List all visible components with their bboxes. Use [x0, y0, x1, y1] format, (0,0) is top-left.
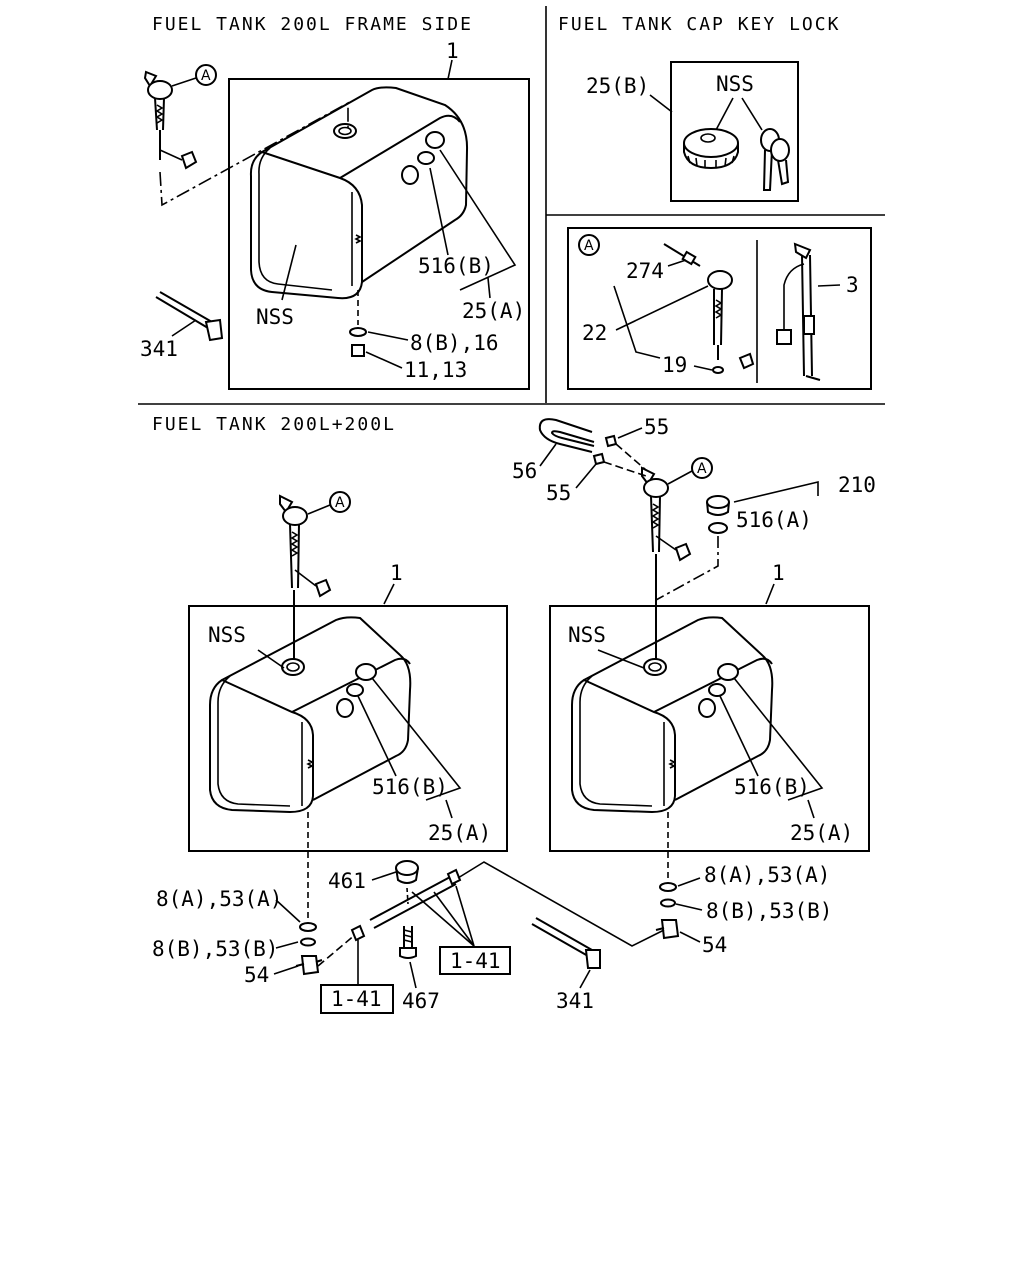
callout-8b-16: 8(B),16 — [410, 331, 499, 355]
detail-a-box — [567, 227, 872, 390]
fuel-tank-body — [249, 86, 469, 300]
callout-25b: 25(B) — [586, 74, 649, 98]
callout-11-13: 11,13 — [404, 358, 467, 382]
left-fuel-tank-body — [209, 616, 412, 814]
right-washer-8a — [659, 882, 677, 892]
detail-a-assembly: A 274 22 19 3 — [567, 227, 872, 390]
cap-key-box — [670, 61, 799, 202]
callout-8b-53b-left: 8(B),53(B) — [152, 937, 278, 961]
fuel-cap-210 — [706, 495, 730, 516]
callout-54-right: 54 — [702, 933, 727, 957]
pipe-fitting-left — [350, 924, 366, 942]
callout-274: 274 — [626, 259, 664, 283]
callout-nss-cap: NSS — [716, 72, 754, 96]
hose-clamp-55-lower — [592, 452, 606, 466]
callout-516b-left: 516(B) — [372, 775, 448, 799]
right-drain-54 — [660, 919, 680, 940]
level-gauge-3 — [776, 242, 821, 381]
bracket-461 — [395, 860, 419, 905]
callout-1-left: 1 — [390, 561, 403, 585]
callout-nss-right: NSS — [568, 623, 606, 647]
section-title-frame-side: FUEL TANK 200L FRAME SIDE — [152, 14, 473, 35]
cap-key-lock-assembly: 25(B) NSS — [586, 61, 799, 202]
drain-plug-11 — [351, 344, 365, 357]
callout-54-left: 54 — [244, 963, 269, 987]
locking-fuel-cap — [683, 128, 739, 170]
hose-clamp-55-upper — [604, 434, 618, 448]
right-fuel-tank-body — [571, 616, 774, 814]
left-washer-8a — [299, 922, 317, 932]
breather-hose-56 — [538, 418, 595, 453]
right-tank-frame-box — [549, 605, 870, 852]
callout-56: 56 — [512, 459, 537, 483]
washer-8b — [349, 327, 367, 337]
ref-1-41-left: 1-41 — [331, 987, 382, 1011]
callout-1: 1 — [446, 39, 459, 63]
callout-461: 461 — [328, 869, 366, 893]
detail-a-heading-text: A — [584, 238, 594, 254]
callout-341: 341 — [140, 337, 178, 361]
ref-box-1-41-left — [320, 984, 394, 1014]
bolt-467 — [399, 926, 417, 959]
callout-25a: 25(A) — [462, 299, 525, 323]
callout-8a-53a-left: 8(A),53(A) — [156, 887, 282, 911]
dual-left-tank-assembly: 1 A NSS 516(B — [152, 491, 508, 987]
callout-55-upper: 55 — [644, 415, 669, 439]
section-title-cap-key-lock: FUEL TANK CAP KEY LOCK — [558, 14, 840, 35]
callout-1-right: 1 — [772, 561, 785, 585]
ref-1-41-right: 1-41 — [450, 949, 501, 973]
detail-a-marker — [195, 64, 217, 86]
frame-side-assembly: 1 A 516(B) — [140, 39, 530, 390]
dual-right-tank-assembly: 1 A — [512, 415, 876, 957]
left-sender-unit — [279, 494, 332, 660]
callout-25a-right: 25(A) — [790, 821, 853, 845]
detail-a-heading-marker — [578, 234, 600, 256]
crossover-piping: 461 467 1-41 1-41 341 — [317, 860, 665, 1014]
callout-nss: NSS — [256, 305, 294, 329]
callout-467: 467 — [402, 989, 440, 1013]
callout-8a-53a-right: 8(A),53(A) — [704, 863, 830, 887]
detail-a-marker-text: A — [201, 68, 211, 84]
callout-516b: 516(B) — [418, 254, 494, 278]
callout-210: 210 — [838, 473, 876, 497]
left-detail-a-marker — [329, 491, 351, 513]
left-detail-a-text: A — [335, 495, 345, 511]
callout-8b-53b-right: 8(B),53(B) — [706, 899, 832, 923]
tank-frame-box — [228, 78, 530, 390]
callout-516b-right: 516(B) — [734, 775, 810, 799]
pipe-fitting-right — [446, 868, 462, 886]
seal-516a — [708, 522, 728, 534]
right-washer-8b — [660, 898, 676, 908]
right-detail-a-marker — [691, 457, 713, 479]
left-tank-frame-box — [188, 605, 508, 852]
callout-22: 22 — [582, 321, 607, 345]
callout-516a: 516(A) — [736, 508, 812, 532]
left-washer-8b — [300, 937, 316, 947]
callout-nss-left: NSS — [208, 623, 246, 647]
tie-strap-341 — [155, 291, 224, 342]
detail-a-sender — [663, 243, 755, 374]
callout-341-lower: 341 — [556, 989, 594, 1013]
callout-25a-left: 25(A) — [428, 821, 491, 845]
tie-strap-341-lower — [531, 917, 601, 969]
section-title-dual-tank: FUEL TANK 200L+200L — [152, 414, 396, 435]
fuel-sender-unit — [143, 70, 198, 170]
callout-3: 3 — [846, 273, 859, 297]
cap-keys — [760, 128, 790, 191]
left-drain-54 — [300, 955, 320, 976]
callout-19: 19 — [662, 353, 687, 377]
ref-box-1-41-right — [439, 946, 511, 975]
section-dividers — [138, 6, 885, 405]
right-detail-a-text: A — [697, 461, 707, 477]
right-sender-unit — [641, 466, 692, 660]
callout-55-lower: 55 — [546, 481, 571, 505]
